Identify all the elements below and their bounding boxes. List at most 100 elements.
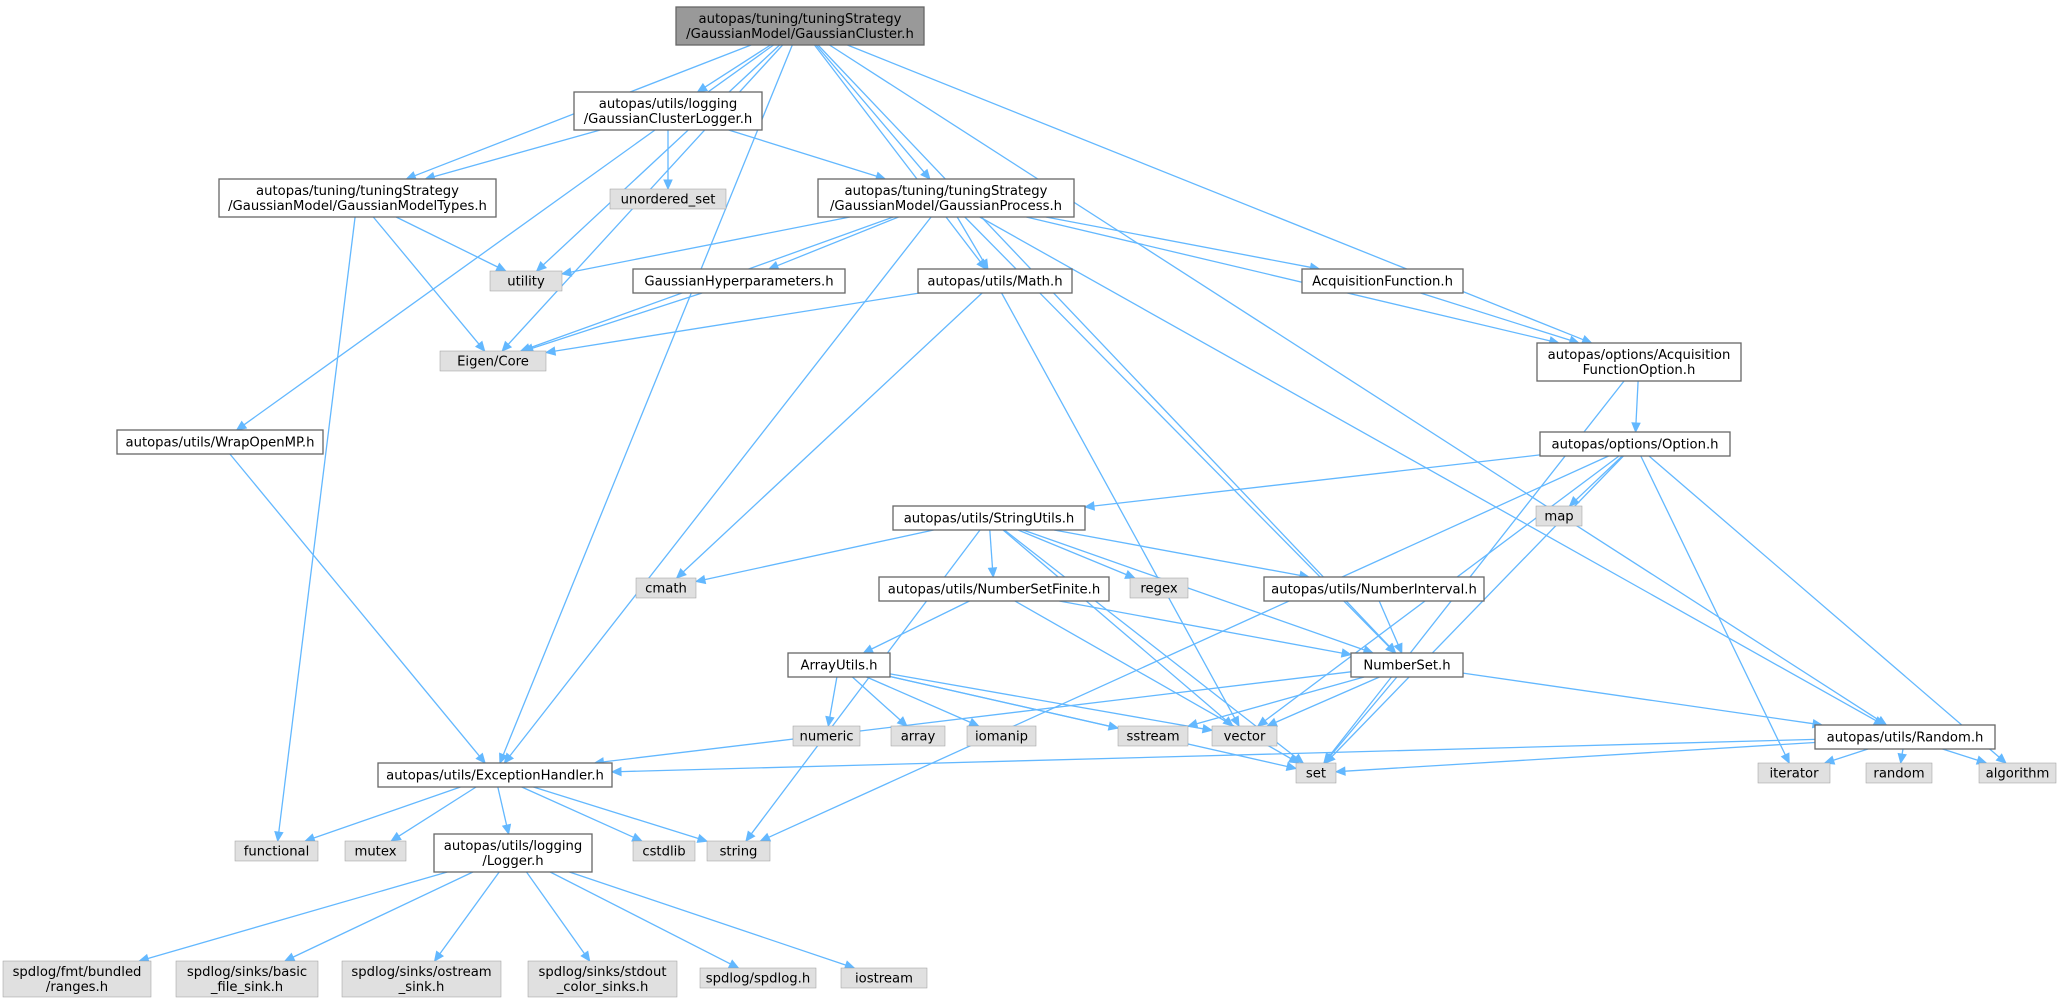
node-box bbox=[1978, 762, 2057, 784]
edge-option-to-set bbox=[1324, 455, 1624, 764]
edge-arrowhead bbox=[475, 752, 486, 764]
node-iomanip: iomanip bbox=[966, 725, 1037, 747]
edge-numberset-to-vector bbox=[1266, 676, 1380, 727]
edge-line bbox=[1648, 455, 2000, 758]
node-set: set bbox=[1295, 762, 1337, 784]
edge-numinterval-to-numberset bbox=[1378, 600, 1403, 655]
node-random_h[interactable]: autopas/utils/Random.h bbox=[1814, 724, 1996, 750]
edge-line bbox=[278, 216, 356, 833]
edge-exception-to-cstdlib bbox=[521, 786, 643, 842]
node-box bbox=[1350, 652, 1464, 678]
node-label: Eigen/Core bbox=[457, 355, 529, 370]
edge-math-to-vector bbox=[1001, 292, 1240, 728]
node-label: autopas/utils/NumberInterval.h bbox=[1271, 583, 1477, 598]
node-label: ArrayUtils.h bbox=[800, 659, 877, 674]
node-process[interactable]: autopas/tuning/tuningStrategy/GaussianMo… bbox=[817, 178, 1075, 218]
node-label: regex bbox=[1140, 582, 1177, 597]
node-label: algorithm bbox=[1986, 767, 2050, 782]
node-ostream_sink: spdlog/sinks/ostream_sink.h bbox=[341, 960, 502, 998]
nodes-layer: autopas/tuning/tuningStrategy/GaussianMo… bbox=[2, 6, 2057, 998]
edge-line bbox=[1420, 292, 1571, 341]
edge-line bbox=[229, 453, 480, 757]
edge-arrowhead bbox=[283, 952, 296, 962]
node-numinterval[interactable]: autopas/utils/NumberInterval.h bbox=[1263, 576, 1485, 602]
edge-process-to-exception bbox=[503, 216, 932, 764]
node-types[interactable]: autopas/tuning/tuningStrategy/GaussianMo… bbox=[218, 178, 497, 218]
node-numberset[interactable]: NumberSet.h bbox=[1350, 652, 1464, 678]
edge-arrowhead bbox=[759, 832, 772, 842]
node-box bbox=[1865, 762, 1933, 784]
edge-line bbox=[871, 600, 970, 650]
edge-arrowhead bbox=[1285, 761, 1298, 772]
edge-line bbox=[1635, 380, 1639, 424]
node-box bbox=[892, 505, 1086, 531]
node-box bbox=[792, 725, 861, 747]
edge-logger-to-iostream bbox=[569, 871, 856, 970]
edge-arrowhead bbox=[304, 833, 316, 843]
node-box bbox=[2, 960, 152, 998]
node-exception[interactable]: autopas/utils/ExceptionHandler.h bbox=[377, 762, 613, 788]
edge-line bbox=[395, 216, 498, 268]
node-acqfun[interactable]: AcquisitionFunction.h bbox=[1301, 268, 1464, 294]
node-mutex: mutex bbox=[344, 840, 407, 862]
edge-arrowhead bbox=[968, 717, 980, 727]
edge-root-to-process bbox=[815, 44, 931, 180]
edge-arrowhead bbox=[1287, 754, 1300, 764]
node-label: autopas/options/Acquisition bbox=[1548, 348, 1731, 363]
node-label: _sink.h bbox=[398, 980, 445, 995]
edge-line bbox=[768, 455, 1609, 838]
edge-line bbox=[502, 44, 793, 755]
node-acqopt[interactable]: autopas/options/AcquisitionFunctionOptio… bbox=[1536, 342, 1742, 382]
edge-line bbox=[851, 676, 901, 721]
edge-line bbox=[603, 671, 1352, 763]
edge-arrowhead bbox=[694, 574, 707, 585]
edge-line bbox=[815, 44, 925, 173]
edge-arrowhead bbox=[1580, 334, 1593, 344]
node-label: unordered_set bbox=[621, 193, 716, 208]
node-box bbox=[234, 840, 319, 862]
edge-line bbox=[728, 129, 877, 177]
node-box bbox=[341, 960, 502, 998]
node-cmath: cmath bbox=[635, 577, 697, 599]
edge-line bbox=[813, 44, 981, 263]
node-label: autopas/utils/Math.h bbox=[927, 275, 1062, 290]
node-box bbox=[840, 967, 928, 989]
edge-exception-to-logger bbox=[497, 786, 512, 836]
node-arrayutils[interactable]: ArrayUtils.h bbox=[787, 652, 891, 678]
node-box bbox=[706, 840, 771, 862]
node-label: string bbox=[720, 845, 758, 860]
edge-math-to-eigen bbox=[544, 292, 920, 356]
edge-types-to-functional bbox=[274, 216, 356, 843]
node-logger[interactable]: autopas/utils/logging/Logger.h bbox=[433, 833, 593, 873]
edge-line bbox=[704, 44, 771, 88]
node-stringutils[interactable]: autopas/utils/StringUtils.h bbox=[892, 505, 1086, 531]
node-label: numeric bbox=[799, 730, 853, 745]
node-box bbox=[175, 960, 319, 998]
edge-line bbox=[292, 871, 474, 958]
node-box bbox=[527, 960, 678, 998]
edge-arrowhead bbox=[727, 959, 740, 969]
edge-arrowhead bbox=[767, 260, 780, 270]
edge-line bbox=[1004, 529, 1297, 759]
edge-line bbox=[1331, 455, 1624, 757]
node-label: cmath bbox=[645, 582, 687, 597]
node-hyper[interactable]: GaussianHyperparameters.h bbox=[632, 268, 846, 294]
node-option[interactable]: autopas/options/Option.h bbox=[1539, 431, 1731, 457]
edge-process-to-math bbox=[956, 216, 989, 271]
edge-numberset-to-sstream bbox=[1186, 676, 1365, 729]
node-label: autopas/utils/NumberSetFinite.h bbox=[888, 583, 1100, 598]
node-wrapomp[interactable]: autopas/utils/WrapOpenMP.h bbox=[116, 429, 324, 455]
node-box bbox=[632, 268, 846, 294]
node-logger_gc[interactable]: autopas/utils/logging/GaussianClusterLog… bbox=[573, 91, 763, 131]
node-label: vector bbox=[1224, 730, 1266, 745]
node-label: autopas/tuning/tuningStrategy bbox=[699, 12, 902, 27]
node-numsetfinite[interactable]: autopas/utils/NumberSetFinite.h bbox=[878, 576, 1110, 602]
edge-arrowhead bbox=[696, 82, 709, 93]
edge-line bbox=[1196, 676, 1365, 725]
node-math[interactable]: autopas/utils/Math.h bbox=[917, 268, 1073, 294]
edge-arrowhead bbox=[390, 831, 402, 842]
edge-line bbox=[1026, 216, 1551, 342]
edge-line bbox=[1002, 529, 1227, 721]
node-algorithm: algorithm bbox=[1978, 762, 2057, 784]
edge-arrowhead bbox=[433, 950, 445, 962]
